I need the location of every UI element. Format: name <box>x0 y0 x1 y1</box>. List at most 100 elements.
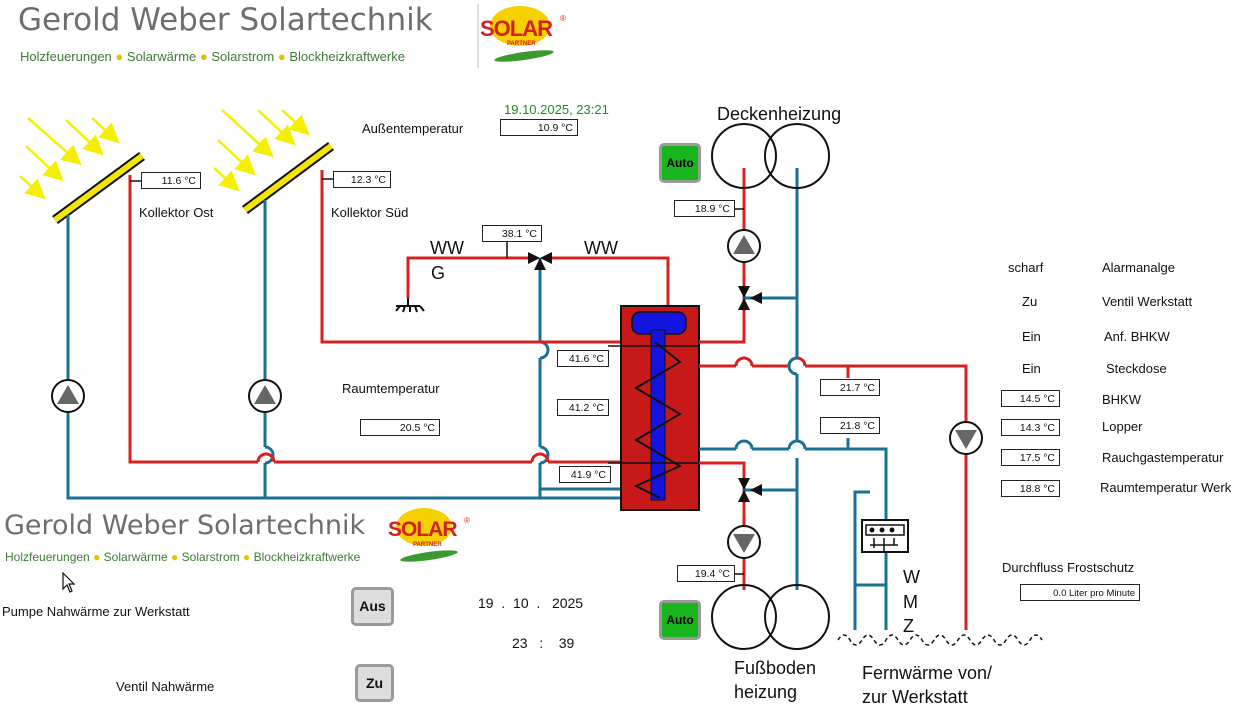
shower-icon <box>395 298 425 313</box>
hw-label-left: WW <box>430 238 464 258</box>
date-display: 19 . 10 . 2025 <box>478 595 583 611</box>
sun-rays-south <box>213 109 310 192</box>
pump-ceiling <box>727 229 761 263</box>
status-bhkw-state: Ein <box>1022 329 1041 344</box>
status-alarm-name: Alarmanalge <box>1102 260 1175 275</box>
solar-partner-logo: SOLAR ® PARTNER <box>480 6 570 68</box>
room-temp-value: 20.5 °C <box>360 419 440 436</box>
status-alarm-state: scharf <box>1008 260 1044 275</box>
logo2-sub: PARTNER <box>413 542 442 548</box>
district-temp-2: 21.8 °C <box>820 417 880 434</box>
status-socket-name: Steckdose <box>1106 361 1167 376</box>
tagline2-part-3: Solarstrom <box>181 550 240 564</box>
tagline2-part-4: Blockheizkraftwerke <box>253 550 361 564</box>
collector-east-temp: 11.6 °C <box>141 172 201 189</box>
mixing-valve-floor <box>738 478 762 502</box>
frost-flow-value: 0.0 Liter pro Minute <box>1020 584 1140 601</box>
temp-flue-value: 17.5 °C <box>1001 449 1060 466</box>
logo2-reg: ® <box>464 516 470 525</box>
tagline-part-4: Blockheizkraftwerke <box>289 49 405 64</box>
hot-water-temp: 38.1 °C <box>482 225 542 242</box>
heat-meter-icon <box>861 519 909 553</box>
pump-collector-south <box>248 379 282 413</box>
wmz-letter-m: M <box>903 592 918 612</box>
datetime: 19.10.2025, 23:21 <box>504 102 609 117</box>
storage-coil <box>633 341 683 499</box>
outdoor-temp-label: Außentemperatur <box>362 121 464 136</box>
mixing-valve-ceiling <box>738 286 762 310</box>
tagline-part-1: Holzfeuerungen <box>20 49 112 64</box>
temp-flue-name: Rauchgastemperatur <box>1102 450 1224 465</box>
logo2-word: SOLAR <box>388 518 457 541</box>
ceiling-heating-temp: 18.9 °C <box>674 200 735 217</box>
pump-floor <box>727 525 761 559</box>
status-socket-state: Ein <box>1022 361 1041 376</box>
hw-label-right: WW <box>584 238 618 258</box>
floor-auto-button[interactable]: Auto <box>659 600 701 640</box>
pump-control-label: Pumpe Nahwärme zur Werkstatt <box>2 604 190 619</box>
floor-heating-label-1: Fußboden <box>734 658 817 678</box>
pump-district <box>949 421 983 455</box>
collector-south-temp: 12.3 °C <box>333 171 391 188</box>
status-valve-name: Ventil Werkstatt <box>1102 294 1193 309</box>
storage-mid-temp: 41.2 °C <box>557 399 609 416</box>
district-label-1: Fernwärme von/ <box>862 663 993 683</box>
mixing-valve-hw <box>528 252 552 270</box>
date-sep-2: . <box>536 595 541 611</box>
temp-room-workshop-value: 18.8 °C <box>1001 480 1060 497</box>
status-bhkw-name: Anf. BHKW <box>1104 329 1170 344</box>
tagline2-part-1: Holzfeuerungen <box>5 550 90 564</box>
temp-bhkw-name: BHKW <box>1102 392 1141 407</box>
collector-east-label: Kollektor Ost <box>139 205 214 220</box>
time-display: 23 : 39 <box>512 635 574 651</box>
solar-partner-logo-2: SOLAR ® PARTNER <box>388 508 478 568</box>
time-minute: 39 <box>558 635 575 651</box>
floor-heating-exchanger <box>711 584 830 650</box>
sun-rays-east <box>19 117 120 200</box>
frost-flow-label: Durchfluss Frostschutz <box>1002 560 1135 575</box>
ceiling-heating-label: Deckenheizung <box>717 104 842 124</box>
hw-label-left-g: G <box>431 263 446 283</box>
date-day: 19 <box>478 595 494 611</box>
tagline-part-3: Solarstrom <box>211 49 275 64</box>
time-hour: 23 <box>512 635 528 651</box>
company-name-2: Gerold Weber Solartechnik <box>4 510 366 541</box>
company-name: Gerold Weber Solartechnik <box>18 2 433 38</box>
valve-toggle-button[interactable]: Zu <box>355 664 394 702</box>
time-sep: : <box>539 635 544 651</box>
logo-sub: PARTNER <box>507 41 536 47</box>
wmz-letter-w: W <box>903 567 920 587</box>
logo-word: SOLAR <box>480 16 553 41</box>
room-temp-label: Raumtemperatur <box>342 381 440 396</box>
pump-toggle-button[interactable]: Aus <box>351 587 394 626</box>
tagline2-part-2: Solarwärme <box>103 550 168 564</box>
status-valve-state: Zu <box>1022 294 1038 309</box>
storage-top-temp: 41.6 °C <box>557 350 609 367</box>
storage-bottom-temp: 41.9 °C <box>559 466 611 483</box>
ground-line <box>837 634 1043 646</box>
collector-south-label: Kollektor Süd <box>331 205 409 220</box>
pump-collector-east <box>51 379 85 413</box>
tagline-part-2: Solarwärme <box>126 49 197 64</box>
valve-control-label: Ventil Nahwärme <box>116 679 215 694</box>
temp-room-workshop-name: Raumtemperatur Werk <box>1100 480 1232 495</box>
temp-lopper-name: Lopper <box>1102 419 1143 434</box>
ceiling-heating-exchanger <box>711 123 830 189</box>
company-tagline-2: Holzfeuerungen ● Solarwärme ● Solarstrom… <box>5 550 361 564</box>
floor-heating-label-2: heizung <box>734 682 798 702</box>
logo-reg: ® <box>560 14 566 23</box>
date-sep-1: . <box>501 595 506 611</box>
date-month: 10 <box>513 595 529 611</box>
wmz-letter-z: Z <box>903 616 914 636</box>
district-label-2: zur Werkstatt <box>862 687 968 707</box>
outdoor-temp-value: 10.9 °C <box>500 119 578 136</box>
floor-heating-temp: 19.4 °C <box>677 565 735 582</box>
company-tagline: Holzfeuerungen ● Solarwärme ● Solarstrom… <box>20 49 405 64</box>
date-year: 2025 <box>551 595 584 611</box>
district-temp-1: 21.7 °C <box>820 379 880 396</box>
mouse-cursor-icon <box>62 572 76 593</box>
ceiling-auto-button[interactable]: Auto <box>659 143 701 183</box>
temp-bhkw-value: 14.5 °C <box>1001 390 1060 407</box>
temp-lopper-value: 14.3 °C <box>1001 419 1060 436</box>
